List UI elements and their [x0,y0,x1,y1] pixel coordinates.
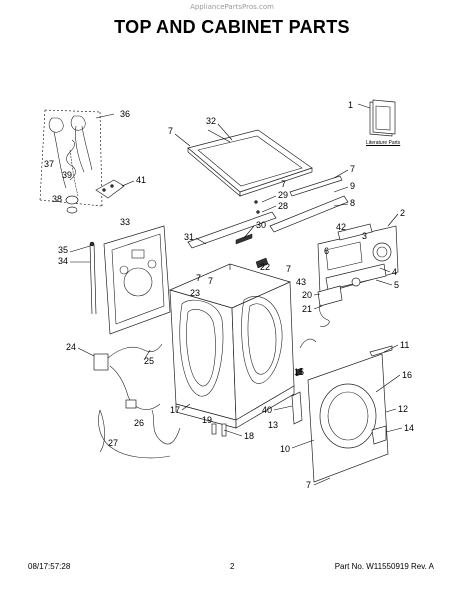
wiring-harness-illustration [93,343,181,459]
page-title: TOP AND CABINET PARTS [114,17,350,37]
callout: 7 [350,164,355,174]
callout: 43 [296,277,306,287]
hoses-illustration [39,109,103,214]
callout: 5 [394,280,399,290]
part-34-35-illustration [89,241,97,315]
callout: 27 [108,438,118,448]
callout: 14 [404,423,414,433]
callout: 42 [336,222,346,232]
top-rails-illustration [187,175,349,249]
callout: 23 [190,288,200,298]
callout: 12 [398,404,408,414]
callout: 26 [134,418,144,428]
callout: 16 [402,370,412,380]
callout: 38 [52,194,62,204]
callout: 7 [306,480,311,490]
rear-panel-illustration [103,225,171,335]
callout: 33 [120,217,130,227]
literature-parts-illustration [357,99,396,137]
callout: 36 [120,109,130,119]
callouts: 1 36 32 7 37 39 41 38 33 35 34 31 30 29 … [44,100,414,490]
callout: 31 [184,232,194,242]
callout: 6 [324,246,329,256]
base-illustration [175,385,295,437]
callout: 7 [208,276,213,286]
callout: 7 [168,126,173,136]
callout: 3 [362,231,367,241]
leader-lines [69,113,403,486]
callout: 25 [144,356,154,366]
cabinet-illustration [168,263,295,421]
callout: 7 [281,179,286,189]
callout: 8 [350,198,355,208]
footer-page-number: 2 [230,562,235,571]
callout: 18 [244,431,254,441]
callout: 2 [400,208,405,218]
callout: 1 [348,100,353,110]
callout: 35 [58,245,68,255]
callout: 11 [400,340,409,350]
callout: 19 [202,415,212,425]
callout: 41 [136,175,146,185]
callout: 9 [350,181,355,191]
callout: 28 [278,201,288,211]
callout: 34 [58,256,68,266]
callout: 7 [286,264,291,274]
callout: 32 [206,116,216,126]
callout: 40 [262,405,272,415]
callout: 15 [294,367,304,377]
callout: 4 [392,267,397,277]
footer-date: 08/17:57:28 [28,562,71,571]
callout: 10 [280,444,290,454]
literature-parts-label: Literature Parts [366,140,401,146]
callout: 13 [268,420,278,430]
callout: 20 [302,290,312,300]
top-panel-illustration [187,129,313,197]
watermark: AppliancePartsPros.com [190,3,274,11]
callout: 39 [62,170,72,180]
part-41-illustration [95,179,125,199]
callout: 24 [66,342,76,352]
control-panel-illustration [317,223,399,295]
callout: 30 [256,220,266,230]
wiring-20-21-22-illustration [255,257,343,349]
callout: 7 [196,273,201,283]
callout: 29 [278,190,288,200]
callout: 17 [170,405,180,415]
callout: 37 [44,159,54,169]
callout: 22 [260,262,270,272]
footer-part-number: Part No. W11550919 Rev. A [334,562,434,571]
callout: 21 [302,304,312,314]
front-panel-illustration [291,345,393,483]
